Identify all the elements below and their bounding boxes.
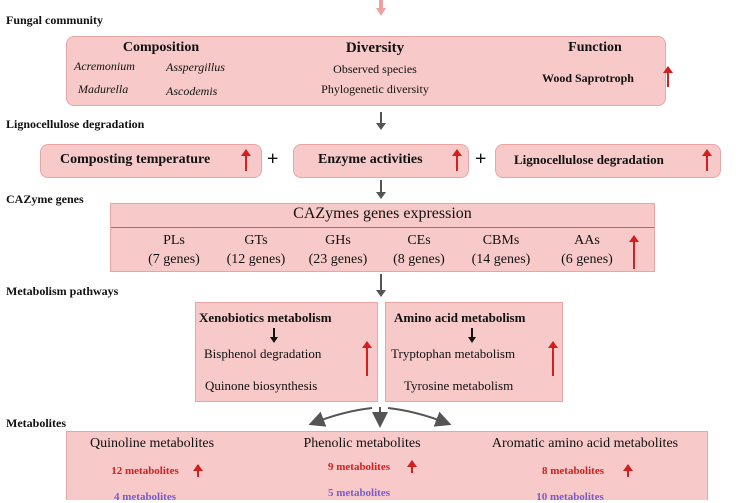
gene-family-count: (6 genes) [561, 252, 613, 267]
gene-family-name: GHs [325, 233, 351, 248]
cazyme-box [110, 203, 655, 272]
down-arrow-icon [376, 112, 386, 130]
gene-family-count: (8 genes) [393, 252, 445, 267]
down-arrow-icon [376, 274, 386, 297]
metabolite-up-count: 12 metabolites [111, 465, 179, 477]
gene-family-count: (12 genes) [226, 252, 286, 267]
section-label-fungal: Fungal community [6, 13, 104, 27]
diversity-item-1: Observed species [333, 62, 417, 76]
enzyme-activities-label: Enzyme activities [318, 152, 423, 167]
branch-arrows [308, 407, 452, 428]
xenobiotics-metabolism-title: Xenobiotics metabolism [199, 310, 332, 325]
enzyme-activities-box [293, 144, 469, 178]
up-arrow-icon [548, 341, 558, 376]
section-label-metabolism: Metabolism pathways [6, 284, 119, 298]
gene-family-count: (7 genes) [148, 252, 200, 267]
down-arrow-icon [468, 328, 476, 343]
amino-acid-metabolism-box [385, 302, 563, 402]
gene-family-ghs: GHs (23 genes) [303, 231, 373, 269]
gene-family-cbms: CBMs (14 genes) [466, 231, 536, 269]
composting-temperature-box [40, 144, 262, 178]
gene-family-aas: AAs (6 genes) [552, 231, 622, 269]
metabolite-up-count: 8 metabolites [541, 465, 604, 477]
down-arrow-icon [376, 180, 386, 199]
xenobiotics-item-1: Bisphenol degradation [204, 346, 322, 361]
up-arrow-icon [623, 464, 633, 477]
composition-title: Composition [122, 40, 200, 55]
diversity-item-2: Phylogenetic diversity [321, 82, 429, 96]
gene-family-name: CEs [407, 233, 431, 248]
metabolite-up-count: 9 metabolites [327, 461, 390, 473]
xenobiotics-metabolism-box [195, 302, 378, 402]
metabolite-group-title: Aromatic amino acid metabolites [491, 436, 679, 451]
taxon-2: Asspergillus [166, 60, 225, 74]
up-arrow-icon [452, 149, 462, 171]
gene-family-name: PLs [163, 233, 185, 248]
lignocellulose-degradation-label: Lignocellulose degradation [514, 152, 664, 167]
cazyme-divider [111, 227, 654, 228]
top-arrow [376, 0, 386, 16]
up-arrow-icon [663, 66, 673, 87]
metabolite-down-count: 10 metabolites [536, 491, 604, 503]
up-arrow-icon [193, 464, 203, 477]
section-label-ligno: Lignocellulose degradation [6, 117, 145, 131]
fungal-community-box [66, 36, 666, 106]
down-arrow-icon [270, 328, 278, 343]
section-label-metabolites: Metabolites [6, 416, 66, 430]
up-arrow-icon [241, 149, 251, 171]
function-item: Wood Saprotroph [542, 71, 634, 85]
gene-family-ces: CEs (8 genes) [384, 231, 454, 269]
gene-family-pls: PLs (7 genes) [139, 231, 209, 269]
plus-sign: + [267, 148, 279, 170]
gene-family-name: CBMs [482, 233, 520, 248]
up-arrow-icon [629, 235, 639, 269]
function-title: Function [568, 40, 622, 55]
section-label-cazyme: CAZyme genes [6, 192, 84, 206]
metabolites-box [66, 431, 708, 500]
metabolite-group-title: Quinoline metabolites [89, 436, 215, 451]
up-arrow-icon [407, 460, 417, 473]
gene-family-count: (14 genes) [471, 252, 531, 267]
amino-acid-item-1: Tryptophan metabolism [391, 346, 516, 361]
metabolite-group-title: Phenolic metabolites [303, 436, 421, 451]
up-arrow-icon [362, 341, 372, 376]
taxon-3: Madurella [78, 82, 129, 96]
metabolite-down-count: 4 metabolites [113, 491, 176, 503]
taxon-1: Acremonium [74, 59, 135, 73]
cazyme-title: CAZymes genes expression [293, 205, 472, 222]
gene-family-count: (23 genes) [308, 252, 368, 267]
amino-acid-metabolism-title: Amino acid metabolism [394, 310, 526, 325]
taxon-4: Ascodemis [166, 84, 218, 98]
composting-temperature-label: Composting temperature [60, 152, 211, 167]
amino-acid-item-2: Tyrosine metabolism [404, 378, 514, 393]
lignocellulose-degradation-box [495, 144, 721, 178]
gene-family-gts: GTs (12 genes) [221, 231, 291, 269]
metabolite-down-count: 5 metabolites [327, 487, 390, 499]
diversity-title: Diversity [345, 40, 405, 56]
gene-family-name: AAs [574, 233, 600, 248]
gene-family-name: GTs [244, 233, 268, 248]
up-arrow-icon [702, 149, 712, 171]
xenobiotics-item-2: Quinone biosynthesis [205, 378, 318, 393]
plus-sign: + [475, 148, 487, 170]
